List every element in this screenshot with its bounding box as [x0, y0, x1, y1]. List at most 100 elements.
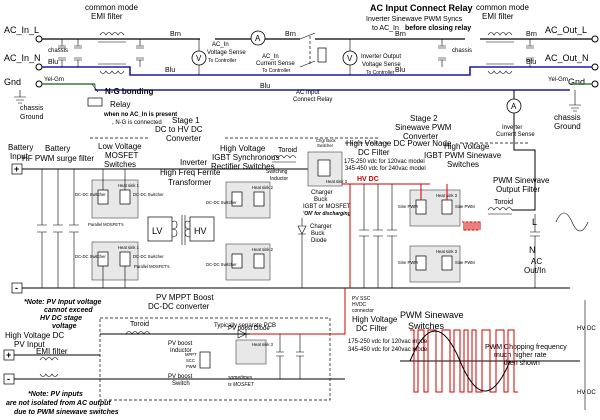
svg-text:-: - — [7, 374, 10, 384]
sine-reference — [409, 330, 511, 392]
svg-text:PV boost Diode: PV boost Diode — [228, 326, 270, 332]
svg-text:HVDC: HVDC — [352, 302, 367, 308]
pwm-output-filter: PWM Sinewave Output Filter Toroid L N AC… — [462, 90, 589, 288]
svg-text:345-450 vdc for 240vac model: 345-450 vdc for 240vac model — [345, 166, 426, 172]
svg-text:Stage 1: Stage 1 — [172, 116, 200, 125]
svg-text:chassis: chassis — [452, 48, 472, 54]
svg-text:common mode: common mode — [476, 3, 529, 12]
svg-text:L: L — [532, 217, 537, 227]
stage-labels: Stage 1 DC to HV DC Converter Stage 2 Si… — [90, 114, 530, 144]
svg-text:Inductor: Inductor — [170, 348, 192, 354]
relay-label: Relay — [110, 100, 130, 109]
svg-text:Output Filter: Output Filter — [496, 185, 540, 194]
svg-text:A: A — [255, 34, 261, 43]
svg-text:High Voltage: High Voltage — [220, 144, 266, 153]
gnd-right-label: Gnd — [568, 77, 585, 87]
svg-text:PWM Sinewave: PWM Sinewave — [400, 310, 464, 320]
svg-text:*Note: PV inputs: *Note: PV inputs — [28, 391, 83, 398]
svg-text:To Controller: To Controller — [262, 68, 291, 74]
svg-text:High Voltage DC Power Node: High Voltage DC Power Node — [346, 139, 452, 148]
right-terminals: AC_Out_L AC_Out_N Gnd — [545, 25, 599, 88]
svg-text:Toroid: Toroid — [278, 147, 297, 154]
svg-text:Toroid: Toroid — [494, 199, 513, 206]
inverter-current-sense: A Inverter Current Sense — [496, 98, 535, 138]
svg-text:HV: HV — [194, 226, 207, 236]
svg-text:MOSFET: MOSFET — [105, 151, 138, 160]
svg-text:PV SSC: PV SSC — [352, 296, 371, 302]
svg-text:Typically separate PCB: Typically separate PCB — [214, 323, 276, 329]
svg-text:PWM: PWM — [186, 364, 197, 369]
svg-text:Inverter: Inverter — [502, 125, 522, 131]
svg-text:PV MPPT Boost: PV MPPT Boost — [156, 293, 214, 302]
ac-out-l-terminal — [591, 35, 599, 43]
gnd-left-label: Gnd — [4, 77, 21, 87]
svg-text:PWM Sinewave: PWM Sinewave — [493, 176, 550, 185]
svg-text:V: V — [347, 54, 353, 63]
svg-text:N: N — [529, 245, 536, 255]
blu-label-4: Blu — [526, 59, 536, 66]
svg-text:+: + — [14, 164, 19, 174]
svg-text:DC-DC converter: DC-DC converter — [148, 302, 210, 311]
svg-text:Input: Input — [10, 152, 29, 161]
svg-text:Connect Relay: Connect Relay — [293, 97, 332, 103]
svg-text:Sine PWM: Sine PWM — [398, 204, 418, 209]
svg-text:Inverter Output: Inverter Output — [361, 54, 401, 60]
svg-text:-: - — [15, 283, 18, 293]
svg-text:HV DC: HV DC — [577, 326, 596, 332]
svg-text:Diode: Diode — [311, 238, 327, 244]
svg-text:is MOSFET: is MOSFET — [228, 382, 255, 388]
svg-text:HV DC stage: HV DC stage — [40, 315, 82, 322]
emi-filter-left: common mode EMI filter chassis — [48, 3, 144, 74]
svg-text:High Voltage DC: High Voltage DC — [5, 331, 64, 340]
emi-left-label-2: EMI filter — [91, 12, 123, 21]
svg-text:Switches: Switches — [447, 160, 479, 169]
chassis-ground-right: chassis Ground — [554, 90, 581, 131]
svg-text:Sine PWM: Sine PWM — [398, 260, 418, 265]
ac-in-l-terminal — [35, 35, 43, 43]
svg-text:To Controller: To Controller — [208, 58, 237, 64]
pwm-wave-diagram: PWM Sinewave Switches PWM Chopping frequ… — [400, 300, 596, 410]
svg-text:Battery: Battery — [8, 143, 33, 152]
svg-text:IGBT Synchronous: IGBT Synchronous — [212, 153, 279, 162]
svg-text:PV boost: PV boost — [168, 341, 193, 347]
gnd-right-terminal — [591, 80, 599, 88]
header-sub1: Inverter Sinewave PWM Syncs — [366, 16, 463, 23]
svg-text:Parallel MOSFET's: Parallel MOSFET's — [88, 222, 123, 227]
charger-buck: Chgr Buck Switcher Heat sink 3 Charger B… — [297, 138, 351, 288]
yel-grn-right: Yel-Grn — [548, 77, 568, 83]
header-sub2-bold: before closing relay — [405, 25, 471, 32]
svg-text:cannot exceed: cannot exceed — [44, 307, 93, 314]
pwm-chop-wave — [410, 329, 518, 393]
svg-text:EMI filter: EMI filter — [36, 347, 68, 356]
svg-text:A: A — [511, 102, 517, 111]
acin-voltage-sense: V AC_In Voltage Sense To Controller — [191, 39, 246, 75]
brn-label-4: Brn — [526, 31, 537, 38]
svg-text:HV DC: HV DC — [357, 176, 379, 183]
inv-out-voltage-sense: V Inverter Output Voltage Sense To Contr… — [342, 39, 401, 76]
svg-text:Switch: Switch — [172, 381, 190, 387]
relay-note-2: , N-G is connected — [112, 120, 162, 126]
svg-text:Ground: Ground — [554, 122, 581, 131]
svg-text:AC_In: AC_In — [212, 42, 229, 48]
svg-text:chassis: chassis — [554, 113, 581, 122]
ac-input-connect-relay: AC Input Connect Relay — [293, 32, 332, 103]
svg-text:Battery: Battery — [45, 144, 70, 153]
relay-note-1: when no AC_In is present — [103, 112, 177, 118]
ng-bonding-label: N-G bonding — [105, 87, 154, 96]
svg-text:connector: connector — [352, 308, 374, 314]
svg-text:Heat sink 3: Heat sink 3 — [252, 342, 274, 347]
svg-text:voltage: voltage — [52, 323, 77, 330]
brn-label-2: Brn — [285, 31, 296, 38]
svg-text:HF PWM surge filter: HF PWM surge filter — [22, 154, 94, 163]
svg-text:Charger: Charger — [310, 224, 332, 230]
inverter-transformer: Inverter High Freq Ferrite Transformer L… — [147, 158, 221, 245]
hv-dc-node: High Voltage DC Power Node DC Filter 175… — [342, 139, 452, 288]
svg-text:175-250 vdc for 120vac model: 175-250 vdc for 120vac model — [348, 339, 429, 345]
blu-label-3: Blu — [395, 67, 405, 74]
svg-text:Converter: Converter — [166, 134, 201, 143]
svg-text:Heat sink 1: Heat sink 1 — [118, 183, 140, 188]
svg-text:HV DC: HV DC — [577, 390, 596, 396]
svg-text:Low Voltage: Low Voltage — [98, 142, 142, 151]
svg-text:'ON' for discharging: 'ON' for discharging — [303, 211, 351, 217]
